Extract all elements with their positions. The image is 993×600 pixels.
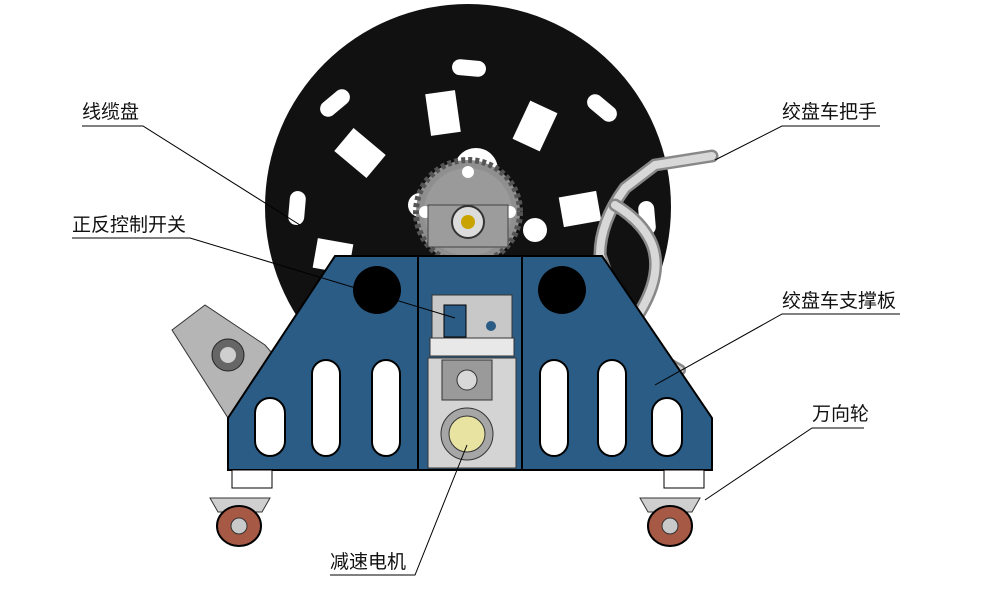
label-support-plate: 绞盘车支撑板 [782,290,897,312]
drive-gear [413,157,523,267]
label-handle: 绞盘车把手 [782,101,878,123]
caster-right [639,469,705,547]
caster-left [209,469,273,547]
leader-lines [72,125,900,576]
label-control-switch: 正反控制开关 [72,214,187,236]
label-caster: 万向轮 [812,403,870,425]
label-motor: 减速电机 [330,551,407,573]
control-switch [429,294,515,357]
label-cable-reel: 线缆盘 [82,101,140,123]
gear-motor [427,357,517,469]
